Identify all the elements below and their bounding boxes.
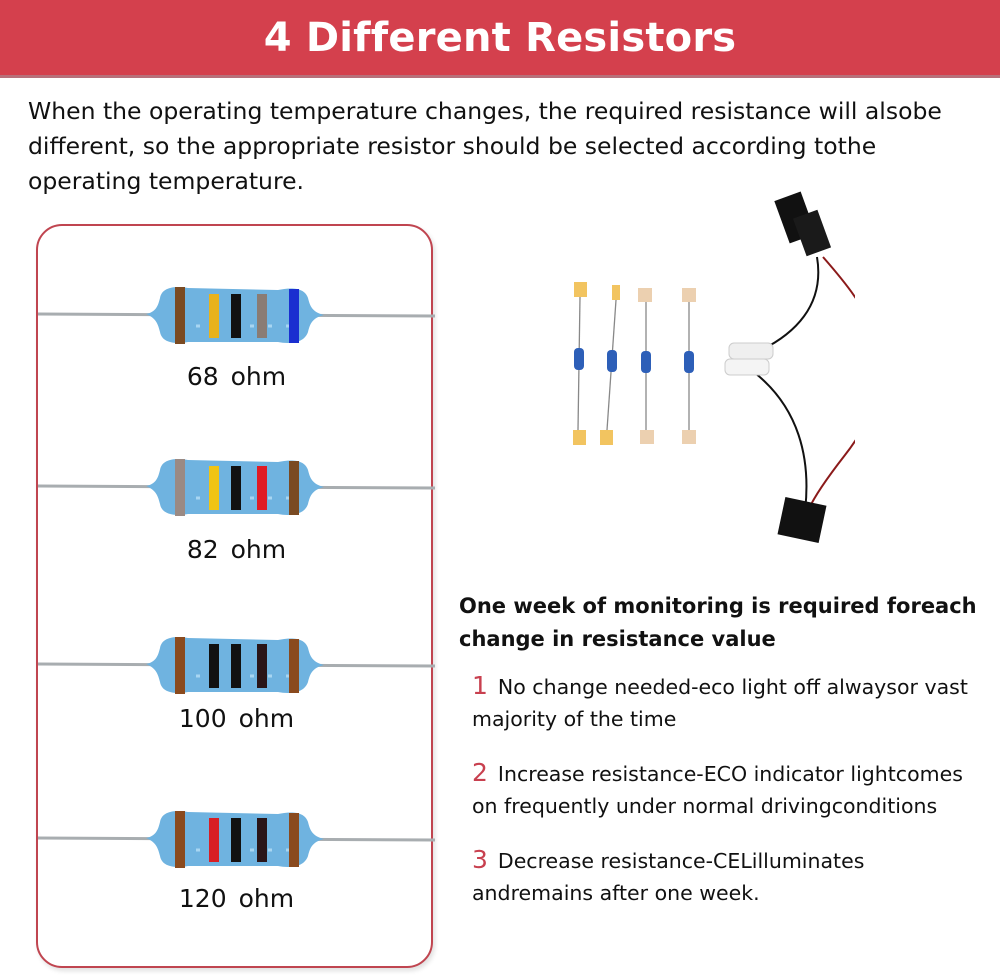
product-resistors-photo <box>573 282 696 445</box>
color-band <box>257 818 267 862</box>
color-band <box>289 813 299 867</box>
color-band <box>231 466 241 510</box>
resistor-label: 100 ohm <box>178 704 295 733</box>
resistor-label: 68 ohm <box>186 362 287 391</box>
top-connector <box>774 191 832 257</box>
resistor-label: 120 ohm <box>178 884 295 913</box>
notes-heading: One week of monitoring is required forea… <box>459 594 977 651</box>
resistor-100-ohm: 100 ohm <box>38 624 435 764</box>
small-resistor <box>638 288 654 444</box>
note-number: 2 <box>472 758 488 787</box>
resistor-image <box>38 811 435 868</box>
color-band <box>209 818 219 862</box>
small-resistor <box>573 282 587 445</box>
resistor-card: 68 ohm 82 ohm 100 ohm 120 ohm <box>36 224 435 968</box>
note-number: 1 <box>472 671 488 700</box>
title-banner: 4 Different Resistors <box>0 0 1000 78</box>
resistor-68-ohm: 68 ohm <box>38 274 435 414</box>
color-band <box>231 294 241 338</box>
color-band <box>231 818 241 862</box>
resistor-label: 82 ohm <box>186 535 287 564</box>
small-resistor <box>600 285 620 445</box>
color-band <box>175 637 185 694</box>
monitoring-notes: One week of monitoring is required forea… <box>459 590 989 909</box>
color-band <box>175 287 185 344</box>
color-band <box>289 289 299 343</box>
color-band <box>231 644 241 688</box>
note-number: 3 <box>472 845 488 874</box>
note-text: No change needed-eco light off alwaysor … <box>472 675 968 731</box>
intro-text: When the operating temperature changes, … <box>28 97 942 195</box>
color-band <box>257 466 267 510</box>
note-text: Decrease resistance-CELilluminates andre… <box>472 849 865 905</box>
color-band <box>289 461 299 515</box>
color-band <box>209 294 219 338</box>
color-band <box>209 644 219 688</box>
resistor-image <box>38 637 435 694</box>
bottom-connector <box>777 497 827 543</box>
small-resistor <box>682 288 696 444</box>
note-text: Increase resistance-ECO indicator lightc… <box>472 762 963 818</box>
resistor-82-ohm: 82 ohm <box>38 446 435 586</box>
color-band <box>257 294 267 338</box>
color-band <box>209 466 219 510</box>
color-band <box>175 811 185 868</box>
color-band <box>175 459 185 516</box>
wiring-harness-photo <box>724 191 855 543</box>
resistor-120-ohm: 120 ohm <box>38 798 435 938</box>
color-band <box>257 644 267 688</box>
resistor-image <box>38 459 435 516</box>
page-title: 4 Different Resistors <box>263 14 737 61</box>
resistor-image <box>38 287 435 344</box>
white-splice-connector <box>724 342 774 376</box>
color-band <box>289 639 299 693</box>
